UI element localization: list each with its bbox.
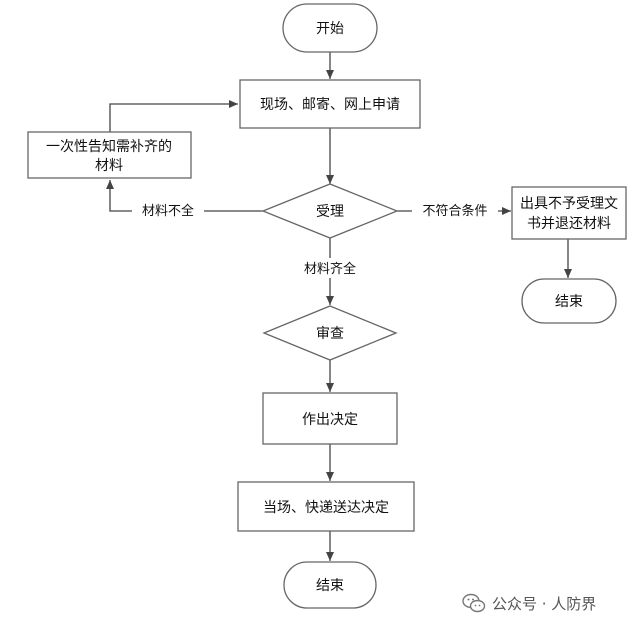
edge-label-bg [412, 200, 498, 220]
node-end-label: 结束 [316, 578, 344, 594]
node-end-reject: 结束 [521, 278, 617, 324]
edge-label-bg [294, 258, 366, 278]
edge-labels: 材料不全 不符合条件 材料齐全 [132, 200, 498, 278]
process-shape [511, 186, 627, 240]
node-notify-label-line2: 材料 [95, 158, 123, 174]
node-apply: 现场、邮寄、网上申请 [239, 79, 421, 129]
node-accept-label: 受理 [316, 204, 344, 220]
node-notify: 一次性告知需补齐的 材料 [27, 131, 192, 179]
node-end-reject-label: 结束 [555, 294, 583, 310]
node-start-label: 开始 [316, 21, 344, 37]
terminal-shape [282, 3, 378, 53]
process-shape [239, 79, 421, 129]
wechat-icon [462, 593, 486, 613]
edge-label-not-qualified: 不符合条件 [422, 203, 487, 219]
node-review: 审查 [262, 305, 398, 361]
node-end: 结束 [283, 561, 377, 609]
node-reject-label-line2: 书并退还材料 [527, 216, 611, 232]
node-deliver-label: 当场、快递送达决定 [263, 500, 389, 516]
edge-label-bg [132, 200, 204, 220]
node-accept: 受理 [261, 183, 399, 239]
terminal-shape [283, 561, 377, 609]
node-start: 开始 [282, 3, 378, 53]
edge-accept-to-notify [106, 180, 263, 212]
edge-label-complete: 材料齐全 [304, 261, 356, 277]
terminal-shape [521, 278, 617, 324]
node-review-label: 审查 [316, 326, 344, 342]
node-reject-label-line1: 出具不予受理文 [520, 196, 618, 212]
node-decide-label: 作出决定 [302, 412, 358, 428]
edge-notify-to-apply [109, 100, 238, 132]
process-shape [237, 481, 415, 532]
node-apply-label: 现场、邮寄、网上申请 [260, 96, 400, 113]
node-deliver: 当场、快递送达决定 [237, 481, 415, 532]
decision-shape [262, 305, 398, 361]
process-shape [262, 392, 398, 445]
node-decide: 作出决定 [262, 392, 398, 445]
node-notify-label-line1: 一次性告知需补齐的 [46, 138, 172, 155]
edge-label-incomplete: 材料不全 [142, 203, 194, 219]
process-shape [27, 131, 192, 179]
watermark: 公众号 · 人防界 [462, 590, 596, 616]
node-reject: 出具不予受理文 书并退还材料 [511, 186, 627, 240]
watermark-text: 公众号 · 人防界 [492, 594, 597, 613]
decision-shape [261, 183, 399, 239]
